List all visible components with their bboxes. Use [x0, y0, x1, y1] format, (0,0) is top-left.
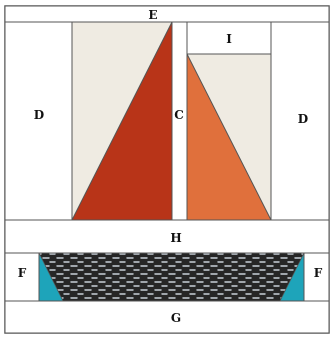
label-d-right: D — [298, 112, 308, 126]
strip-e — [4, 5, 330, 23]
dark-band-texture — [39, 253, 304, 301]
label-d-left: D — [34, 108, 44, 122]
panel-d-left — [4, 21, 73, 221]
panel-f-right — [303, 252, 330, 302]
label-i: I — [226, 32, 232, 46]
label-e: E — [148, 8, 157, 22]
label-h: H — [170, 231, 181, 245]
label-f-right: F — [314, 266, 323, 280]
label-f-left: F — [18, 266, 27, 280]
strip-h — [4, 219, 330, 254]
strip-g — [4, 300, 330, 334]
label-g: G — [171, 311, 181, 325]
label-c: C — [174, 108, 184, 122]
